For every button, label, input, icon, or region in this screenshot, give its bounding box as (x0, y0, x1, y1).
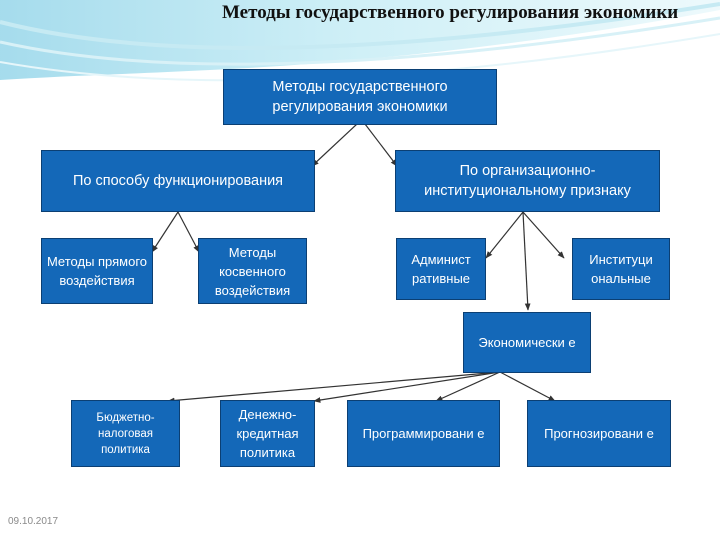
arrow-economic-to-programming (435, 371, 501, 402)
box-functioning: По способу функционирования (41, 150, 315, 212)
box-institutional-methods-label: Институци ональные (589, 252, 653, 286)
box-monetary-policy-label: Денежно-кредитная политика (236, 407, 299, 460)
box-economic: Экономически е (463, 312, 591, 373)
box-economic-label: Экономически е (478, 335, 576, 350)
box-root-label: Методы государственного регулирования эк… (272, 79, 448, 115)
arrow-institutional-to-administrative (485, 211, 524, 259)
box-forecasting: Прогнозировани е (527, 400, 671, 467)
box-monetary-policy: Денежно-кредитная политика (220, 400, 315, 467)
box-institutional-label: По организационно-институциональному при… (424, 163, 631, 199)
arrow-economic-to-budget (167, 371, 501, 404)
arrow-root-to-functioning (311, 123, 358, 167)
box-indirect-methods-label: Методы косвенного воздействия (214, 244, 291, 298)
box-root: Методы государственного регулирования эк… (223, 69, 497, 125)
box-budget-policy: Бюджетно-налоговая политика (71, 400, 180, 467)
arrow-economic-to-monetary (313, 371, 501, 403)
slide-title: Методы государственного регулирования эк… (222, 2, 679, 23)
arrow-functioning-to-direct (151, 211, 179, 253)
box-administrative: Админист ративные (396, 238, 486, 300)
box-direct-methods-label: Методы прямого воздействия (46, 254, 148, 288)
decorative-wave (0, 0, 720, 82)
arrow-functioning-to-indirect (177, 211, 200, 253)
box-forecasting-label: Прогнозировани е (544, 426, 654, 441)
arrow-institutional-to-institutional (522, 211, 565, 259)
box-programming: Программировани е (347, 400, 500, 467)
box-programming-label: Программировани е (362, 426, 485, 441)
arrow-root-to-institutional (364, 123, 398, 167)
box-institutional-methods: Институци ональные (572, 238, 670, 300)
arrow-economic-to-forecasting (499, 371, 556, 402)
box-direct-methods: Методы прямого воздействия (41, 238, 153, 304)
arrow-institutional-to-economic (522, 211, 531, 311)
box-institutional: По организационно-институциональному при… (395, 150, 660, 212)
box-indirect-methods: Методы косвенного воздействия (198, 238, 307, 304)
box-budget-policy-label: Бюджетно-налоговая политика (96, 411, 155, 456)
box-functioning-label: По способу функционирования (72, 173, 284, 189)
slide-date: 09.10.2017 (8, 516, 59, 527)
box-administrative-label: Админист ративные (411, 252, 471, 286)
